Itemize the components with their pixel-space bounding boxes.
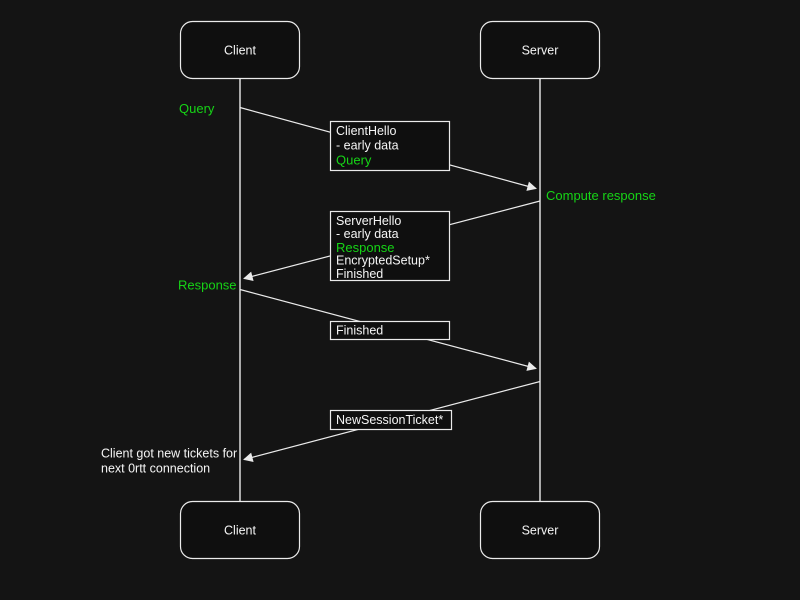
message-text: NewSessionTicket* bbox=[336, 413, 443, 427]
message-text: ClientHello bbox=[336, 124, 396, 138]
query-label: Query bbox=[179, 101, 215, 116]
actor-box-client-bottom bbox=[179, 500, 301, 560]
actor-box-server-top bbox=[479, 20, 601, 80]
message-box-serverhello bbox=[329, 210, 451, 282]
message-box-finished bbox=[329, 320, 451, 341]
note-text-line2: next 0rtt connection bbox=[101, 462, 210, 476]
message-text: Finished bbox=[336, 324, 383, 338]
message-text: - early data bbox=[336, 227, 399, 241]
message-text-query: Query bbox=[336, 153, 372, 168]
message-box-clienthello bbox=[329, 120, 451, 172]
compute-response-label: Compute response bbox=[546, 188, 656, 203]
actor-label-server-top: Server bbox=[522, 44, 559, 58]
actor-label-client-top: Client bbox=[224, 44, 256, 58]
response-label: Response bbox=[178, 278, 237, 293]
message-text: ServerHello bbox=[336, 214, 401, 228]
note-text-line1: Client got new tickets for bbox=[101, 447, 237, 461]
actor-box-server-bottom bbox=[479, 500, 601, 560]
actor-label-client-bottom: Client bbox=[224, 524, 256, 538]
message-text: EncryptedSetup* bbox=[336, 254, 430, 268]
message-text-response: Response bbox=[336, 240, 395, 255]
actor-label-server-bottom: Server bbox=[522, 524, 559, 538]
message-text: Finished bbox=[336, 267, 383, 281]
message-text: - early data bbox=[336, 139, 399, 153]
actor-box-client-top bbox=[179, 20, 301, 80]
message-box-newsessionticket bbox=[329, 409, 453, 431]
